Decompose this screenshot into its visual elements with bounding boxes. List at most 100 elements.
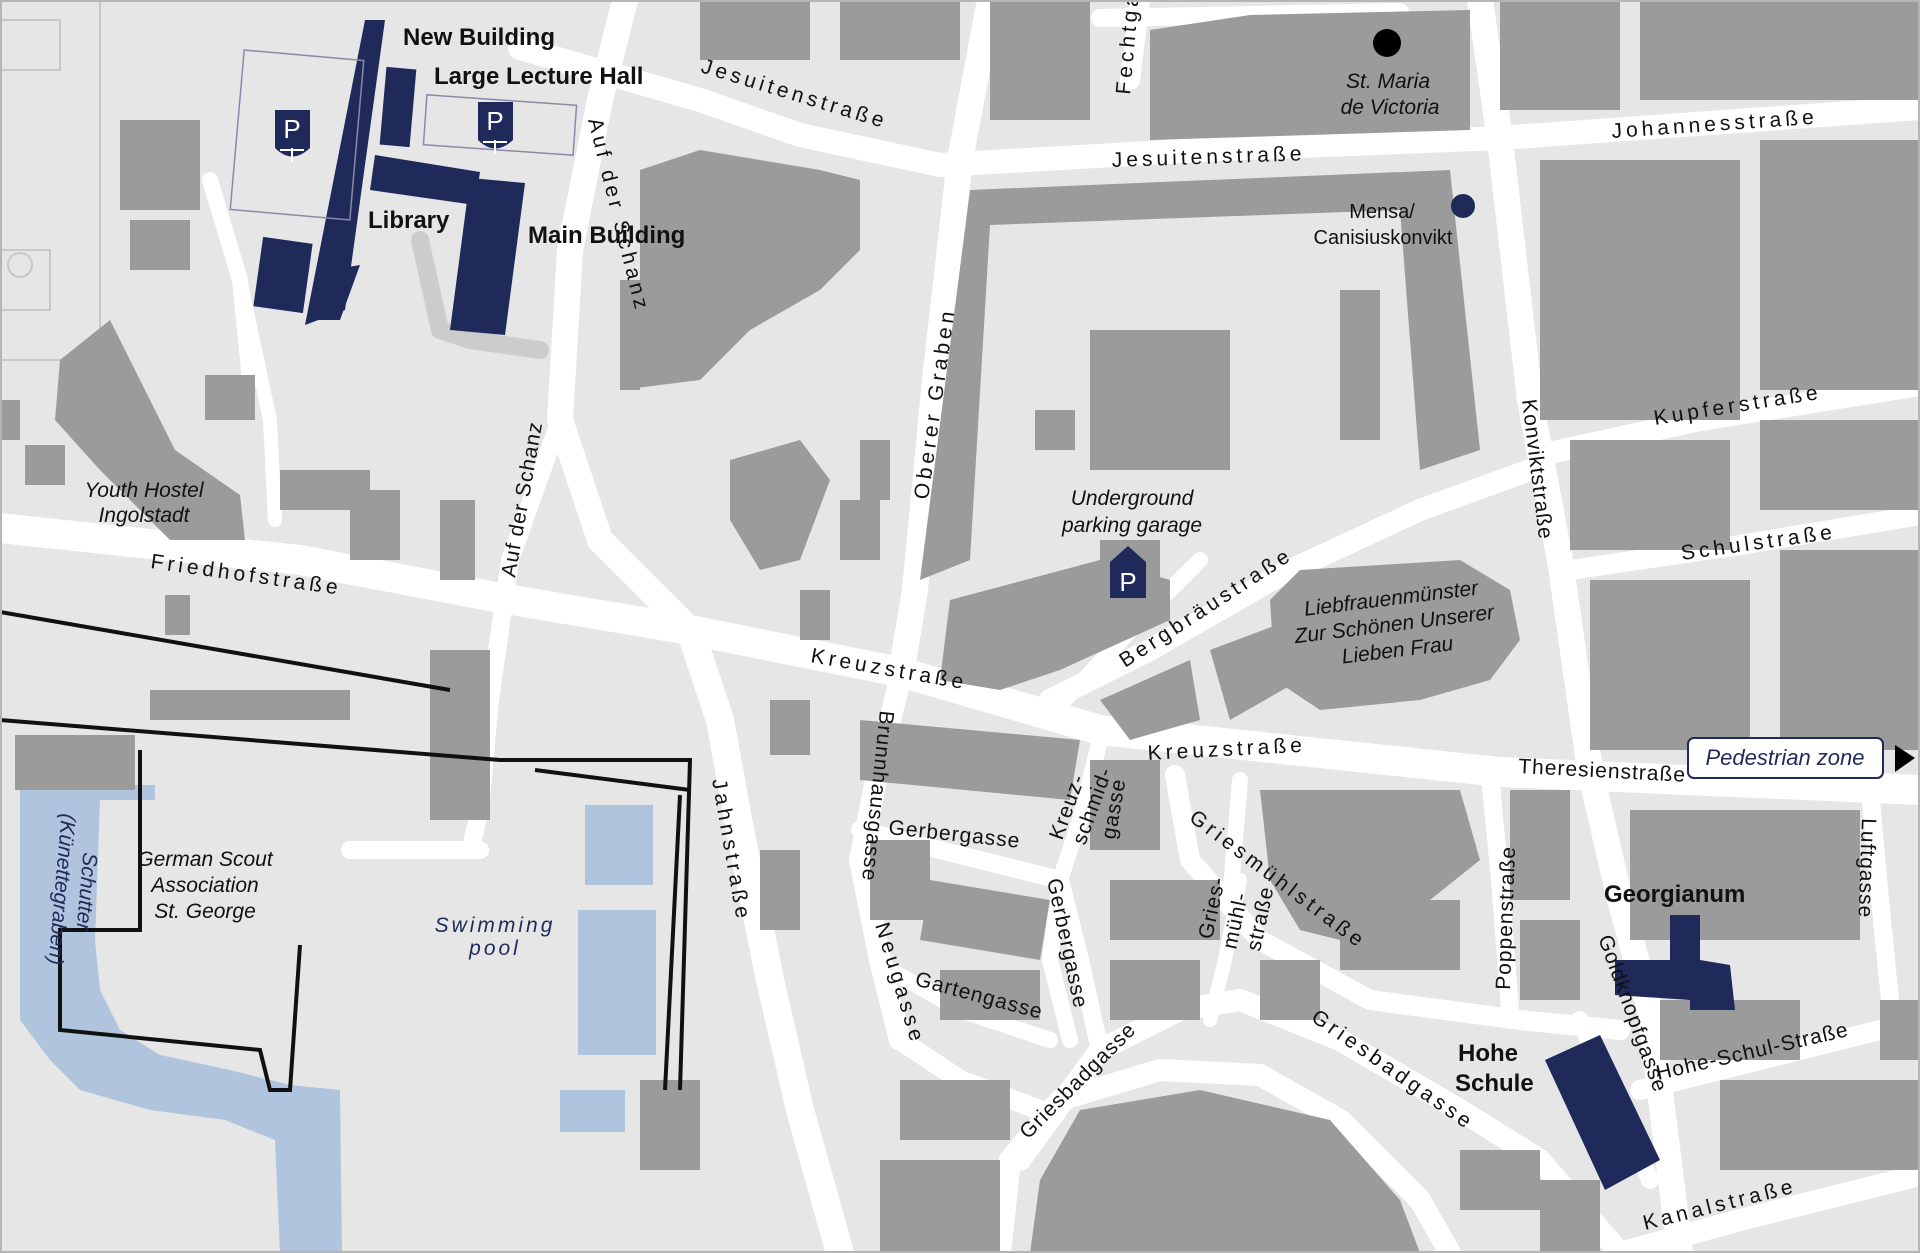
building [1100, 660, 1200, 740]
building [120, 120, 200, 210]
youth-hostel-building [55, 320, 245, 540]
scouts-label-2: Association [149, 874, 258, 897]
building [1500, 0, 1620, 110]
new-building-label: New Building [403, 24, 555, 51]
library-label: Library [368, 207, 450, 234]
building [1260, 790, 1480, 950]
building [920, 170, 1480, 580]
building [1340, 900, 1460, 970]
parking-icon: P [1110, 546, 1146, 598]
youth-hostel-label-1: Youth Hostel [84, 479, 204, 502]
st-maria-label-1: St. Maria [1346, 70, 1430, 93]
library [370, 155, 480, 205]
street-label: Poppenstraße [1492, 846, 1520, 991]
street-label: Luftgasse [1854, 818, 1880, 919]
svg-text:P: P [486, 106, 503, 136]
building [800, 590, 830, 640]
building [770, 700, 810, 755]
large-lecture-hall-label: Large Lecture Hall [434, 63, 643, 90]
youth-hostel-label-2: Ingolstadt [98, 504, 190, 527]
building [900, 1080, 1010, 1140]
building [840, 0, 960, 60]
new-building-lower [310, 265, 360, 320]
building [1110, 960, 1200, 1020]
navy-dot-marker [1451, 194, 1475, 218]
georgianum-label: Georgianum [1604, 881, 1745, 908]
hohe-schule-label-2: Schule [1455, 1070, 1534, 1097]
underground-parking-label-2: parking garage [1061, 514, 1202, 537]
parking-building [1090, 330, 1230, 470]
building [440, 500, 475, 580]
building [1590, 580, 1750, 750]
building [205, 375, 255, 420]
parking-lot-outlines [229, 49, 578, 221]
large-lecture-hall [379, 66, 417, 148]
new-building [305, 20, 385, 325]
building [1570, 440, 1730, 550]
building [990, 0, 1090, 120]
building [840, 500, 880, 560]
building [730, 440, 830, 570]
pedestrian-zone-sign: Pedestrian zone [1687, 737, 1915, 779]
building [350, 490, 400, 560]
building [1640, 0, 1920, 100]
pool-basin-3 [560, 1090, 625, 1132]
building [1880, 1000, 1920, 1060]
building [1110, 880, 1220, 940]
pool-basin-2 [578, 910, 656, 1055]
pool-label-1: Swimming [435, 914, 556, 937]
building [860, 440, 890, 500]
building [940, 970, 1040, 1020]
georgianum [1615, 915, 1735, 1010]
building [620, 150, 860, 390]
building [1090, 760, 1160, 850]
scouts-label-3: St. George [154, 900, 256, 923]
pool-label-2: pool [468, 937, 521, 960]
schutter-river [20, 785, 342, 1253]
building [1760, 420, 1920, 510]
building [1540, 1180, 1600, 1253]
pedestrian-zone-label: Pedestrian zone [1706, 745, 1865, 770]
building [1030, 1090, 1420, 1253]
svg-text:P: P [283, 114, 300, 144]
black-dot-marker [1373, 29, 1401, 57]
underground-parking-label-1: Underground [1071, 487, 1195, 510]
building [1035, 410, 1075, 450]
building [1340, 290, 1380, 440]
building [640, 1080, 700, 1170]
svg-text:P: P [1119, 567, 1136, 597]
building [1540, 160, 1740, 420]
building [1720, 1080, 1920, 1170]
building [15, 735, 135, 790]
parking-icon: P [478, 102, 513, 154]
building [1780, 550, 1920, 750]
building [860, 720, 1080, 800]
scouts-label-1: German Scout [137, 848, 274, 871]
building [1460, 1150, 1540, 1210]
building [1520, 920, 1580, 1000]
hohe-schule-label-1: Hohe [1458, 1040, 1518, 1067]
building [920, 880, 1050, 960]
sports-field [0, 0, 101, 361]
building [130, 220, 190, 270]
building [1510, 790, 1570, 900]
building [870, 840, 930, 920]
new-building-wing [253, 236, 313, 314]
building [430, 650, 490, 820]
building [150, 690, 350, 720]
main-building [450, 178, 525, 335]
building [1260, 960, 1320, 1020]
hohe-schule [1545, 1035, 1660, 1190]
pool-basin-1 [585, 805, 653, 885]
main-building-label: Main Building [528, 222, 685, 249]
liebfrauenmuenster [1270, 560, 1520, 710]
building [1760, 140, 1920, 390]
building [880, 1160, 1000, 1253]
university-buildings [253, 20, 1735, 1190]
mensa-label-2: Canisiuskonvikt [1314, 227, 1453, 249]
building [25, 445, 65, 485]
building [165, 595, 190, 635]
